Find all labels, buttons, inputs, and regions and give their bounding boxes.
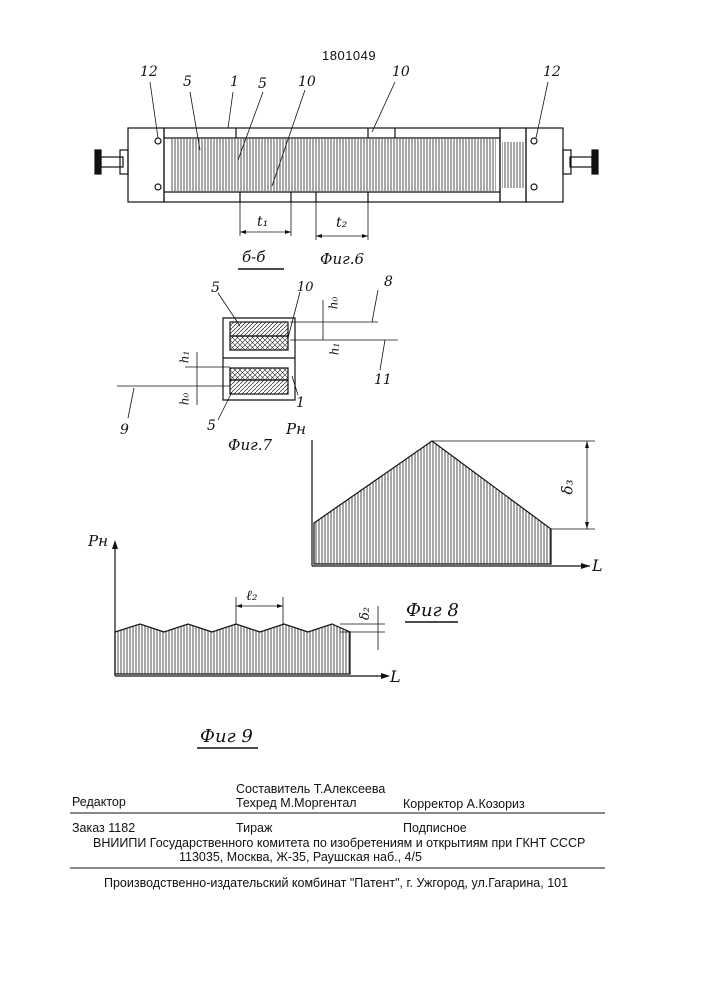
fig9-y-axis: Pн xyxy=(88,532,108,550)
dim-t2: t₂ xyxy=(336,215,347,231)
label-9: 9 xyxy=(120,422,129,438)
colophon-editor: Редактор xyxy=(72,795,126,809)
dim-h1-left: h₁ xyxy=(177,351,191,364)
label-5-top: 5 xyxy=(211,280,220,296)
fig7-caption: Фиг.7 xyxy=(228,436,272,454)
colophon-address: 113035, Москва, Ж-35, Раушская наб., 4/5 xyxy=(179,850,422,864)
dim-t1: t₁ xyxy=(257,214,268,230)
fig8-caption: Фиг 8 xyxy=(406,600,459,621)
fig8-diagram xyxy=(312,440,595,622)
colophon-vniipi: ВНИИПИ Государственного комитета по изоб… xyxy=(93,836,585,850)
fig8-delta3: δ₃ xyxy=(559,479,577,494)
fig6-caption: Фиг.6 xyxy=(320,250,364,268)
label-1-fig7: 1 xyxy=(296,395,305,411)
fig9-caption: Фиг 9 xyxy=(200,726,253,747)
dim-h1-right: h₁ xyxy=(327,343,341,356)
fig9-x-axis: L xyxy=(390,667,401,686)
label-11: 11 xyxy=(374,372,392,388)
label-5b: 5 xyxy=(258,76,267,92)
colophon-circulation: Тираж xyxy=(236,821,272,835)
label-1: 1 xyxy=(230,74,239,90)
label-10a: 10 xyxy=(298,74,316,90)
fig8-y-axis: Pн xyxy=(286,420,306,438)
fig9-pitch: ℓ₂ xyxy=(246,588,257,605)
fig9-delta2: δ₂ xyxy=(358,607,373,620)
label-12-left: 12 xyxy=(140,64,158,80)
colophon-signed: Подписное xyxy=(403,821,467,835)
label-10b: 10 xyxy=(392,64,410,80)
fig8-x-axis: L xyxy=(592,556,603,575)
fig6-roller xyxy=(95,82,598,269)
label-10: 10 xyxy=(297,280,314,295)
fig7-section xyxy=(117,290,398,420)
label-8: 8 xyxy=(384,274,393,290)
dim-h0-top: h₀ xyxy=(326,297,340,310)
section-label: б-б xyxy=(242,248,265,266)
label-5-bottom: 5 xyxy=(207,418,216,434)
colophon-order: Заказ 1182 xyxy=(72,821,135,835)
label-12-right: 12 xyxy=(543,64,561,80)
label-5a: 5 xyxy=(183,74,192,90)
fig9-diagram xyxy=(112,540,390,748)
dim-h0-bottom: h₀ xyxy=(177,393,191,406)
colophon-printer: Производственно-издательский комбинат "П… xyxy=(104,876,568,890)
colophon-techred: Техред М.Моргентал xyxy=(236,796,357,810)
colophon-compiler: Составитель Т.Алексеева xyxy=(236,782,385,796)
colophon-corrector: Корректор А.Козориз xyxy=(403,797,525,811)
